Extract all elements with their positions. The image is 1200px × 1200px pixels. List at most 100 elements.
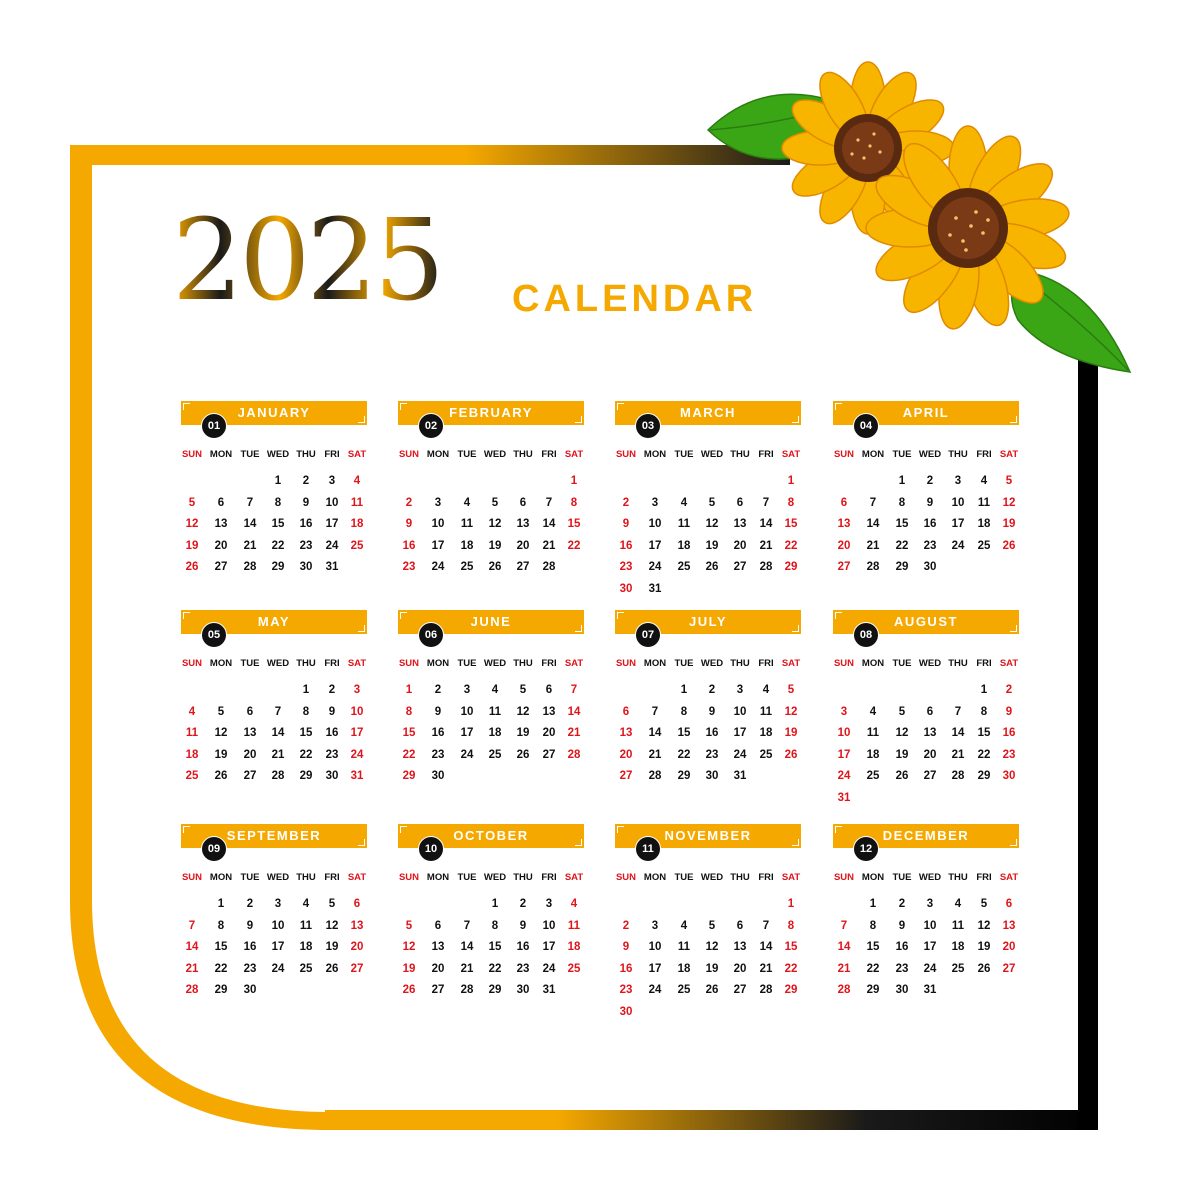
day-cell: 9 xyxy=(898,919,906,932)
day-cell: 21 xyxy=(866,539,880,552)
day-cell: 17 xyxy=(923,941,937,953)
weekday-label: SUN xyxy=(833,449,855,460)
weekday-label: TUE xyxy=(240,872,260,883)
day-cell: 6 xyxy=(519,496,527,509)
day-cell: 6 xyxy=(246,705,254,718)
weekday-label: FRI xyxy=(758,872,774,883)
day-cell: 27 xyxy=(243,770,257,782)
weekday-label: THU xyxy=(513,449,533,460)
day-cell: 22 xyxy=(567,539,581,552)
weekday-label: SAT xyxy=(564,449,584,460)
day-cell: 24 xyxy=(648,561,662,573)
day-cell: 25 xyxy=(677,984,691,996)
weekday-label: WED xyxy=(700,449,724,460)
day-cell: 29 xyxy=(784,984,798,996)
day-cell: 24 xyxy=(350,748,364,761)
corner-ornament-icon xyxy=(183,826,190,833)
day-cell: 20 xyxy=(243,748,257,761)
sunflower-icon xyxy=(865,125,1070,330)
day-cell: 7 xyxy=(869,496,877,509)
month-number-badge: 02 xyxy=(418,413,444,439)
weekday-label: SUN xyxy=(398,872,420,883)
month-number-badge: 01 xyxy=(201,413,227,439)
day-cell: 14 xyxy=(542,518,556,530)
day-cell: 2 xyxy=(519,898,527,910)
day-cell: 5 xyxy=(405,919,413,932)
weekday-label: MON xyxy=(861,658,885,669)
day-cell: 25 xyxy=(350,539,364,552)
day-cell: 17 xyxy=(431,539,445,552)
day-cell: 30 xyxy=(619,1005,633,1018)
day-cell: 20 xyxy=(1002,941,1016,953)
month-name: SEPTEMBER xyxy=(226,828,322,843)
day-cell: 24 xyxy=(542,962,556,975)
day-cell: 11 xyxy=(488,705,502,718)
day-cell: 20 xyxy=(350,941,364,953)
day-cell: 6 xyxy=(622,705,630,718)
day-cell: 1 xyxy=(898,475,906,487)
day-cell: 18 xyxy=(977,518,991,530)
day-cell: 23 xyxy=(895,962,909,975)
day-cell: 16 xyxy=(619,539,633,552)
day-cell: 24 xyxy=(951,539,965,552)
day-cell: 22 xyxy=(895,539,909,552)
day-cell: 20 xyxy=(733,962,747,975)
day-cell: 20 xyxy=(923,748,937,761)
day-cell: 11 xyxy=(567,919,581,932)
day-cell: 12 xyxy=(895,727,909,739)
day-cell: 4 xyxy=(188,705,196,718)
corner-ornament-icon xyxy=(792,839,799,846)
day-cell: 13 xyxy=(542,705,556,718)
corner-ornament-icon xyxy=(575,625,582,632)
day-cell: 16 xyxy=(325,727,339,739)
day-cell: 17 xyxy=(837,748,851,761)
day-cell: 26 xyxy=(325,962,339,975)
day-cell: 28 xyxy=(271,770,285,782)
day-cell: 3 xyxy=(434,496,442,509)
day-cell: 3 xyxy=(651,919,659,932)
day-cell: 20 xyxy=(542,727,556,739)
month-number-badge: 12 xyxy=(853,836,879,862)
day-cell: 21 xyxy=(837,962,851,975)
sunflower-decoration xyxy=(706,61,1132,373)
month-name: APRIL xyxy=(902,405,950,420)
weekday-label: FRI xyxy=(976,449,992,460)
day-cell: 7 xyxy=(246,496,254,509)
weekday-label: WED xyxy=(483,872,507,883)
day-cell: 21 xyxy=(759,962,773,975)
day-cell: 1 xyxy=(274,475,282,487)
day-cell: 11 xyxy=(677,941,691,953)
day-cell: 25 xyxy=(951,962,965,975)
day-cell: 27 xyxy=(733,984,747,996)
day-cell: 27 xyxy=(350,962,364,975)
weekday-label: WED xyxy=(918,872,942,883)
weekday-label: SUN xyxy=(181,872,203,883)
day-cell: 5 xyxy=(1005,475,1013,487)
day-cell: 13 xyxy=(431,941,445,953)
day-cell: 27 xyxy=(542,748,556,761)
day-cell: 24 xyxy=(923,962,937,975)
day-cell: 18 xyxy=(488,727,502,739)
day-cell: 4 xyxy=(680,496,688,509)
day-cell: 11 xyxy=(299,919,313,932)
day-cell: 13 xyxy=(733,941,747,953)
day-cell: 11 xyxy=(866,727,880,739)
day-cell: 24 xyxy=(325,539,339,552)
corner-ornament-icon xyxy=(1010,839,1017,846)
day-cell: 28 xyxy=(866,561,880,573)
day-cell: 19 xyxy=(402,962,416,975)
day-cell: 14 xyxy=(759,941,773,953)
day-cell: 19 xyxy=(516,727,530,739)
day-cell: 28 xyxy=(648,770,662,782)
day-cell: 4 xyxy=(954,898,962,910)
month-number-badge: 11 xyxy=(635,836,661,862)
day-cell: 23 xyxy=(299,539,313,552)
day-cell: 16 xyxy=(895,941,909,953)
day-cell: 8 xyxy=(980,705,988,718)
weekday-label: WED xyxy=(918,658,942,669)
corner-ornament-icon xyxy=(792,625,799,632)
weekday-label: TUE xyxy=(892,658,912,669)
weekday-label: SAT xyxy=(564,872,584,883)
day-cell: 14 xyxy=(243,518,257,530)
weekday-label: FRI xyxy=(758,658,774,669)
